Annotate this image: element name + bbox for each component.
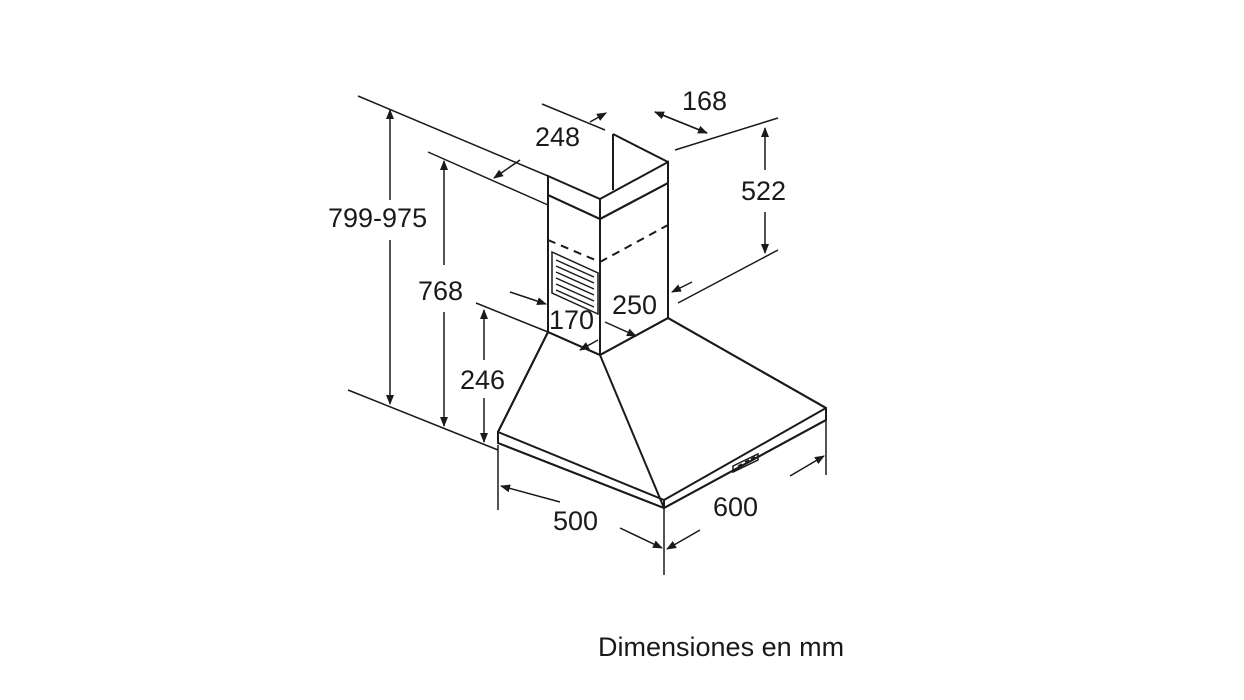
label-canopy-depth: 500: [553, 506, 598, 536]
label-hood-height: 768: [418, 276, 463, 306]
label-chimney-width: 248: [535, 122, 580, 152]
canopy-base-bottom-right: [663, 419, 827, 509]
label-upper-chimney-height: 522: [741, 176, 786, 206]
vent-grille: [551, 250, 599, 316]
canopy-front-left-edge: [497, 331, 549, 433]
canopy-right-ridge: [667, 317, 827, 409]
label-canopy-width: 600: [713, 492, 758, 522]
canopy-front-ridge: [599, 354, 665, 509]
label-lower-chimney-depth: 250: [612, 290, 657, 320]
dimension-arrows: [386, 109, 825, 550]
dimension-labels: 799-975 768 246 248 168 522 170 250 500 …: [328, 86, 790, 536]
canopy-base-right: [663, 407, 827, 501]
control-panel: [732, 452, 759, 474]
label-chimney-depth: 168: [682, 86, 727, 116]
canopy-base-bottom-left: [497, 442, 665, 509]
canopy-outline: [497, 316, 827, 510]
label-canopy-height: 246: [460, 365, 505, 395]
canopy-base-left: [497, 431, 665, 501]
label-lower-chimney-width: 170: [549, 305, 594, 335]
label-total-height: 799-975: [328, 203, 427, 233]
units-caption: Dimensiones en mm: [598, 632, 845, 662]
upper-chimney: [547, 160, 669, 221]
